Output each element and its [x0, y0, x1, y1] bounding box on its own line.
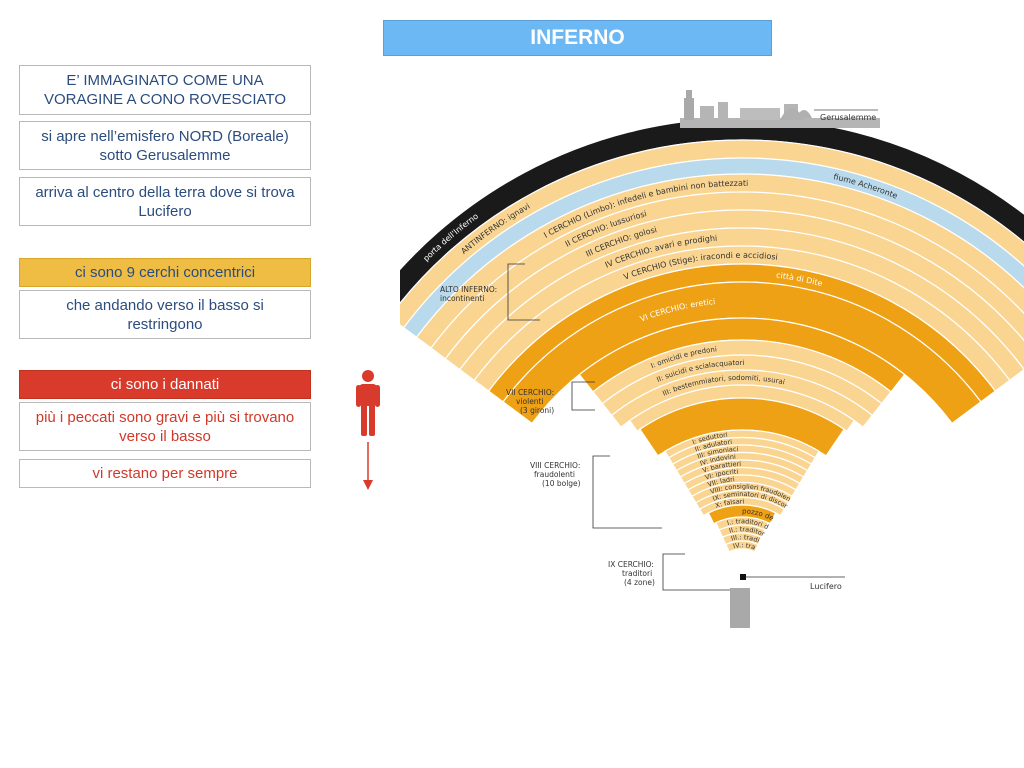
info-box-cerchi: ci sono 9 cerchi concentrici — [19, 258, 311, 287]
label-alto-1: ALTO INFERNO: — [440, 285, 497, 294]
info-box-lucifero: arriva al centro della terra dove si tro… — [19, 177, 311, 226]
info-box-voragine: E’ IMMAGINATO COME UNA VORAGINE A CONO R… — [19, 65, 311, 115]
label-9-2: traditori — [622, 569, 652, 578]
info-box-peccati: più i peccati sono gravi e più si trovan… — [19, 402, 311, 451]
label-9-1: IX CERCHIO: — [608, 560, 654, 569]
inferno-rings — [400, 117, 1024, 553]
arrow-down-icon — [363, 442, 373, 490]
c9_4 — [725, 540, 759, 553]
lucifer-shaft — [730, 588, 750, 628]
info-box-sempre: vi restano per sempre — [19, 459, 311, 488]
label-alto-2: incontinenti — [440, 294, 484, 303]
label-8-1: VIII CERCHIO: — [530, 461, 580, 470]
inferno-diagram: Gerusalemme Lucifero ALTO INFERNO: incon… — [400, 60, 1024, 628]
lucifer-marker — [740, 574, 746, 580]
label-8-3: (10 bolge) — [542, 479, 581, 488]
info-box-dannati: ci sono i dannati — [19, 370, 311, 399]
jerusalem-skyline — [680, 90, 880, 128]
label-7-3: (3 gironi) — [520, 406, 554, 415]
jerusalem-label: Gerusalemme — [820, 113, 876, 122]
page-title: INFERNO — [383, 20, 772, 56]
label-9-3: (4 zone) — [624, 578, 655, 587]
info-box-restringono: che andando verso il basso si restringon… — [19, 290, 311, 339]
label-7-2: violenti — [516, 397, 544, 406]
label-8-2: fraudolenti — [534, 470, 575, 479]
label-7-1: VII CERCHIO: — [506, 388, 554, 397]
info-box-emisfero: si apre nell’emisfero NORD (Boreale) sot… — [19, 121, 311, 170]
lucifer-label: Lucifero — [810, 582, 842, 591]
person-icon — [356, 370, 380, 436]
